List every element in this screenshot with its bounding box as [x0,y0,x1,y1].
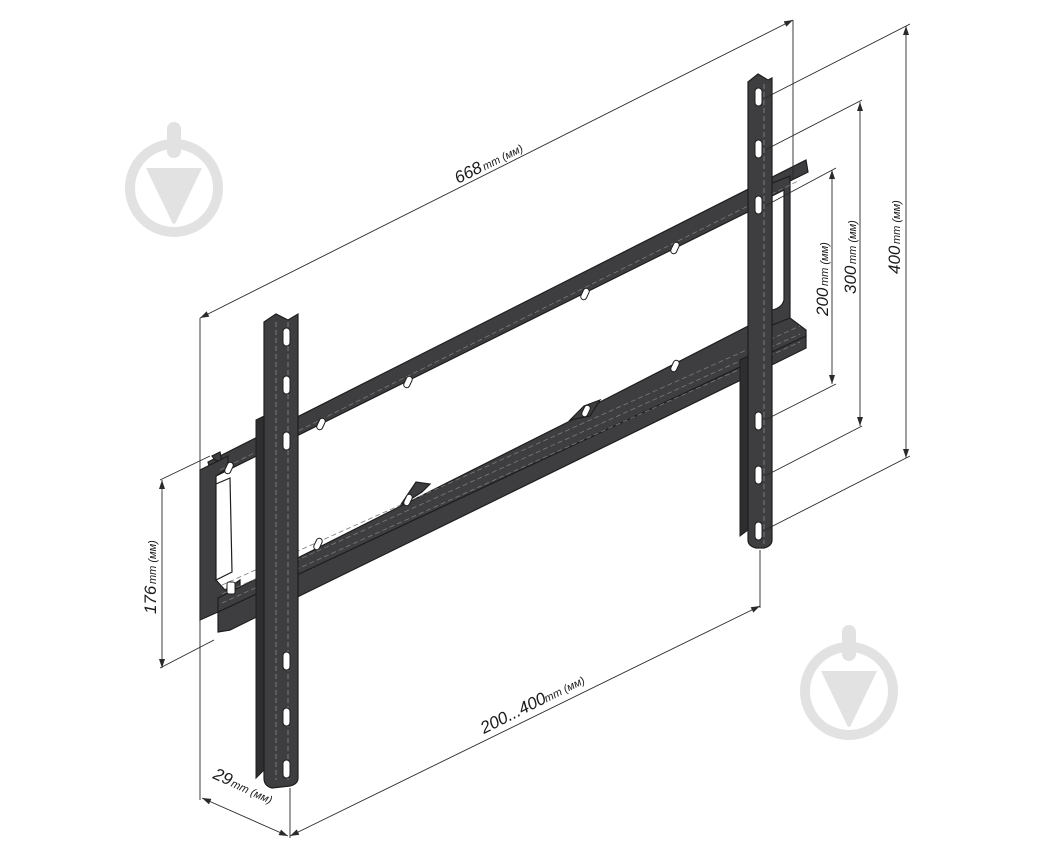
dim-value: 176 [141,585,160,614]
dim-label-668: 668 mm (мм) [451,143,525,188]
dim-label-200: 200 mm (мм) [813,242,832,317]
dimension-lines [159,19,911,838]
dim-value: 400 [885,245,904,274]
dim-unit: mm (мм) [819,242,831,286]
dim-unit: mm (мм) [542,675,587,706]
dim-unit: mm (мм) [847,220,859,264]
dim-label-200-400: 200...400 mm (мм) [476,675,587,738]
dim-unit: mm (мм) [891,200,903,244]
dim-unit: mm (мм) [147,540,159,584]
dim-value: 200 [813,287,832,317]
dim-label-400: 400 mm (мм) [885,200,904,274]
trowel-logo-icon [125,122,223,237]
dim-value: 200...400 [476,688,549,738]
trowel-logo-icon [800,625,898,740]
dim-label-176: 176 mm (мм) [141,540,160,614]
left-vertical-arm [255,312,299,789]
right-vertical-arm [739,73,773,549]
dim-label-300: 300 mm (мм) [841,220,860,294]
dim-value: 300 [841,265,860,294]
